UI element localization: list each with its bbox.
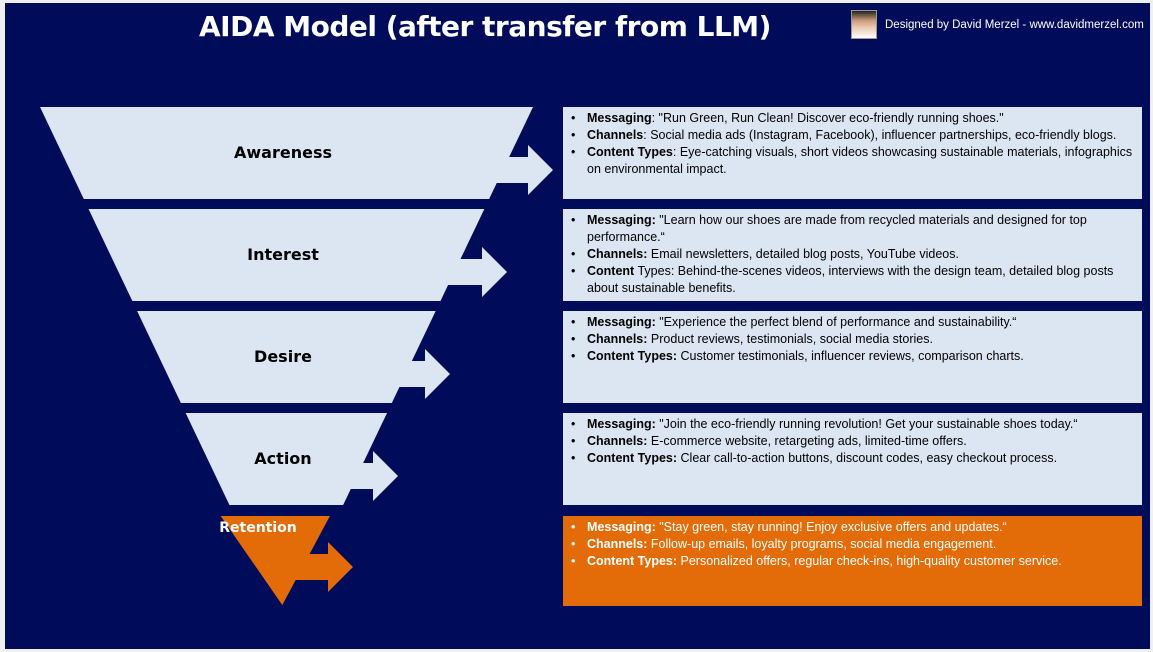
- bullet-label: Content: [587, 264, 635, 278]
- bullet-label: Channels: [587, 128, 644, 142]
- bullet-text: : Social media ads (Instagram, Facebook)…: [643, 128, 1117, 142]
- bullet-item: Channels: Social media ads (Instagram, F…: [569, 127, 1134, 144]
- stage-details-retention: Messaging: "Stay green, stay running! En…: [563, 516, 1142, 606]
- bullet-item: Messaging: "Experience the perfect blend…: [569, 314, 1134, 331]
- bullet-label: Channels:: [587, 434, 648, 448]
- bullet-item: Content Types: Behind-the-scenes videos,…: [569, 263, 1134, 297]
- stage-label: Interest: [247, 245, 319, 264]
- stage-details-desire: Messaging: "Experience the perfect blend…: [563, 311, 1142, 403]
- bullet-item: Content Types: Customer testimonials, in…: [569, 348, 1134, 365]
- bullet-label: Messaging:: [587, 315, 656, 329]
- bullet-label: Messaging:: [587, 213, 656, 227]
- bullet-item: Channels: Product reviews, testimonials,…: [569, 331, 1134, 348]
- funnel-segment-desire: [137, 311, 436, 403]
- bullet-text: E-commerce website, retargeting ads, lim…: [647, 434, 967, 448]
- bullet-item: Content Types: Eye-catching visuals, sho…: [569, 144, 1134, 178]
- slide: AIDA Model (after transfer from LLM) Des…: [5, 3, 1150, 649]
- funnel-segment-awareness: [40, 107, 533, 199]
- bullet-text: Follow-up emails, loyalty programs, soci…: [647, 537, 997, 551]
- bullet-label: Content Types:: [587, 554, 678, 568]
- bullet-text: Types: Behind-the-scenes videos, intervi…: [587, 264, 1114, 295]
- bullet-item: Messaging: "Run Green, Run Clean! Discov…: [569, 110, 1134, 127]
- stage-details-action: Messaging: "Join the eco-friendly runnin…: [563, 413, 1142, 505]
- bullet-item: Channels: Follow-up emails, loyalty prog…: [569, 536, 1134, 553]
- funnel-segment-interest: [88, 209, 485, 301]
- arrow-right-icon: [478, 145, 553, 195]
- author-photo: [851, 10, 877, 39]
- bullet-text: Personalized offers, regular check-ins, …: [677, 554, 1062, 568]
- stage-label: Action: [254, 449, 312, 468]
- bullet-item: Channels: E-commerce website, retargetin…: [569, 433, 1134, 450]
- arrow-right-icon: [432, 247, 507, 297]
- bullet-label: Content Types:: [587, 451, 678, 465]
- bullet-label: Content Types: [587, 145, 673, 159]
- bullet-label: Channels:: [587, 537, 648, 551]
- bullet-text: : "Run Green, Run Clean! Discover eco-fr…: [651, 111, 1004, 125]
- bullet-item: Messaging: "Learn how our shoes are made…: [569, 212, 1134, 246]
- credit-text: Designed by David Merzel - www.davidmerz…: [885, 18, 1144, 31]
- bullet-item: Content Types: Personalized offers, regu…: [569, 553, 1134, 570]
- stage-details-awareness: Messaging: "Run Green, Run Clean! Discov…: [563, 107, 1142, 199]
- bullet-item: Messaging: "Join the eco-friendly runnin…: [569, 416, 1134, 433]
- bullet-label: Messaging:: [587, 520, 656, 534]
- arrow-right-icon: [323, 451, 398, 501]
- bullet-text: : Eye-catching visuals, short videos sho…: [587, 145, 1133, 176]
- funnel-segment-retention: [220, 516, 330, 605]
- bullet-label: Channels:: [587, 332, 648, 346]
- bullet-text: Email newsletters, detailed blog posts, …: [647, 247, 959, 261]
- bullet-text: "Stay green, stay running! Enjoy exclusi…: [655, 520, 1007, 534]
- stage-label: Awareness: [234, 143, 332, 162]
- bullet-text: Customer testimonials, influencer review…: [677, 349, 1024, 363]
- bullet-text: Product reviews, testimonials, social me…: [647, 332, 933, 346]
- stage-details-interest: Messaging: "Learn how our shoes are made…: [563, 209, 1142, 301]
- stage-label: Retention: [219, 520, 297, 536]
- stage-label: Desire: [254, 347, 312, 366]
- funnel-diagram: [40, 107, 553, 605]
- bullet-label: Channels:: [587, 247, 648, 261]
- bullet-item: Channels: Email newsletters, detailed bl…: [569, 246, 1134, 263]
- bullet-label: Messaging: [587, 111, 652, 125]
- page-title: AIDA Model (after transfer from LLM): [199, 10, 771, 43]
- credit: Designed by David Merzel - www.davidmerz…: [851, 10, 1144, 39]
- bullet-text: Clear call-to-action buttons, discount c…: [677, 451, 1058, 465]
- arrow-right-icon: [278, 542, 353, 592]
- bullet-item: Content Types: Clear call-to-action butt…: [569, 450, 1134, 467]
- bullet-text: "Experience the perfect blend of perform…: [655, 315, 1017, 329]
- arrow-right-icon: [375, 349, 450, 399]
- bullet-text: "Learn how our shoes are made from recyc…: [587, 213, 1087, 244]
- bullet-label: Content Types:: [587, 349, 678, 363]
- bullet-item: Messaging: "Stay green, stay running! En…: [569, 519, 1134, 536]
- bullet-label: Messaging:: [587, 417, 656, 431]
- bullet-text: "Join the eco-friendly running revolutio…: [655, 417, 1078, 431]
